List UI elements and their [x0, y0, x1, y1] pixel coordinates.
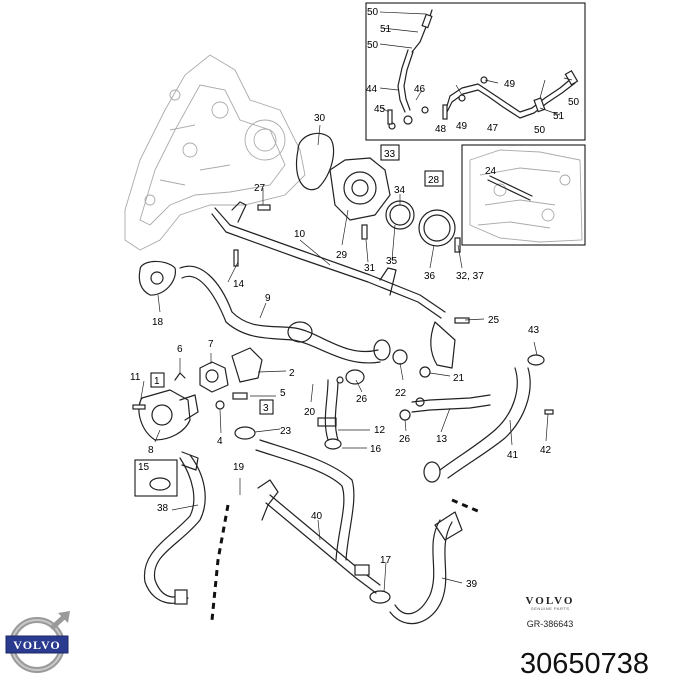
callout-box-28: [424, 170, 444, 187]
coolant-hose-39: [389, 511, 463, 625]
callout-43: 43: [528, 325, 540, 336]
callout-17: 17: [380, 555, 392, 566]
callout-48: 48: [435, 124, 447, 135]
coolant-hose-9: [138, 249, 391, 364]
callout-15: 15: [138, 462, 150, 473]
callout-23: 23: [280, 426, 292, 437]
callout-33: 33: [384, 149, 396, 160]
callout-2: 2: [289, 368, 295, 379]
callout-7: 7: [208, 339, 214, 350]
callout-44: 44: [366, 84, 378, 95]
callout-6: 6: [177, 344, 183, 355]
breather-pipe-assembly: [387, 9, 579, 130]
callout-42: 42: [540, 445, 552, 456]
callout-box-1: [150, 372, 165, 388]
callout-40: 40: [311, 511, 323, 522]
callout-51: 51: [380, 24, 392, 35]
callout-50: 50: [367, 7, 379, 18]
callout-24: 24: [485, 166, 497, 177]
coolant-hose-12: [324, 369, 365, 450]
callout-box-33: [380, 144, 400, 161]
callout-box-3: [259, 399, 274, 415]
callout-12: 12: [374, 425, 386, 436]
callout-50: 50: [534, 125, 546, 136]
callout-4: 4: [217, 436, 223, 447]
callout-25: 25: [488, 315, 500, 326]
logo-text: VOLVO: [13, 638, 60, 652]
callout-32-37: 32, 37: [456, 271, 484, 282]
callout-19: 19: [233, 462, 245, 473]
callout-16: 16: [370, 444, 382, 455]
callout-1: 1: [154, 376, 160, 387]
cut-line-left: [210, 504, 230, 621]
coolant-hose-40: [234, 417, 391, 604]
brand-block: VOLVO GENUINE PARTS GR-386643: [505, 595, 595, 629]
diagram-reference-code: GR-386643: [526, 619, 574, 629]
callout-labels: 50 51 50 44 46 45 49 50 48 49 47 50 51 3…: [130, 7, 580, 590]
coolant-pipe-13: [399, 394, 491, 421]
callout-46: 46: [414, 84, 426, 95]
callout-45: 45: [374, 104, 386, 115]
callout-49: 49: [456, 121, 468, 132]
inset-frame-breather: [365, 2, 586, 141]
callout-41: 41: [507, 450, 519, 461]
volvo-logo: VOLVO: [5, 611, 70, 673]
callout-35: 35: [386, 256, 398, 267]
callout-13: 13: [436, 434, 448, 445]
cut-line-right: [451, 498, 481, 514]
callout-11: 11: [130, 372, 141, 383]
callout-21: 21: [453, 373, 465, 384]
callout-49: 49: [504, 79, 516, 90]
callout-34: 34: [394, 185, 406, 196]
callout-51: 51: [553, 111, 565, 122]
callout-38: 38: [157, 503, 169, 514]
callout-47: 47: [487, 123, 499, 134]
callout-8: 8: [148, 445, 154, 456]
brand-name: VOLVO: [525, 595, 575, 607]
callout-9: 9: [265, 293, 271, 304]
part-number: 30650738: [520, 648, 650, 680]
callout-20: 20: [304, 407, 316, 418]
engine-block-detail: [469, 149, 583, 243]
callout-18: 18: [152, 317, 164, 328]
callout-30: 30: [314, 113, 326, 124]
coolant-hose-38: [143, 451, 206, 605]
callout-36: 36: [424, 271, 436, 282]
callout-28: 28: [428, 175, 440, 186]
callout-26: 26: [399, 434, 411, 445]
inset-frame-engine-block: [461, 144, 586, 246]
callout-10: 10: [294, 229, 306, 240]
callout-26: 26: [356, 394, 368, 405]
callout-22: 22: [395, 388, 407, 399]
callout-31: 31: [364, 263, 376, 274]
coolant-pipe-main: [211, 201, 470, 378]
coolant-hose-41: [423, 354, 554, 483]
thermostat-housing: [132, 347, 263, 441]
callout-39: 39: [466, 579, 478, 590]
callout-14: 14: [233, 279, 245, 290]
brand-subtitle: GENUINE PARTS: [530, 606, 570, 611]
callout-3: 3: [263, 403, 269, 414]
callout-27: 27: [254, 183, 266, 194]
callout-50: 50: [367, 40, 379, 51]
callout-leaders: [139, 11, 573, 593]
callout-29: 29: [336, 250, 348, 261]
callout-5: 5: [280, 388, 286, 399]
callout-50: 50: [568, 97, 580, 108]
water-pump: [257, 132, 461, 253]
timing-cover-outline: [124, 54, 306, 251]
clamp-15: [149, 477, 171, 491]
